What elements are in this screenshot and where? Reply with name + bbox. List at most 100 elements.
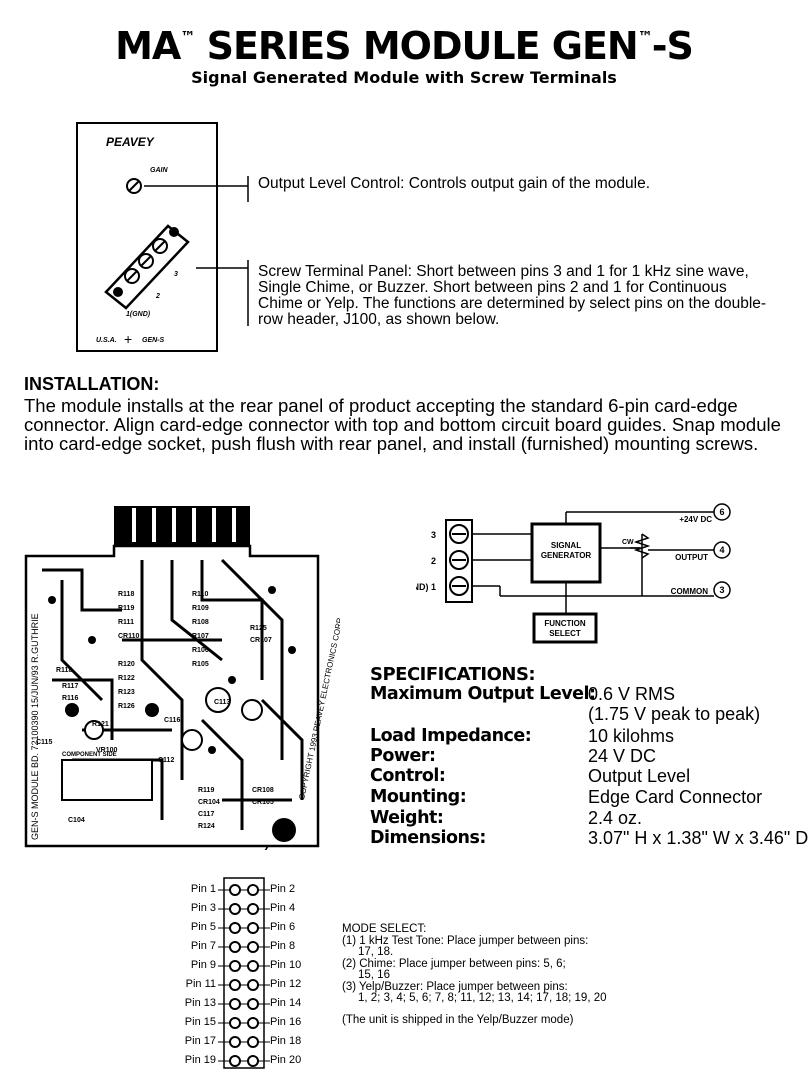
peavey-logo: PEAVEY (106, 135, 155, 149)
spec-value: 2.4 oz. (588, 808, 643, 828)
installation-text: The module installs at the rear panel of… (24, 395, 781, 454)
pin-label: Pin 4 (270, 902, 296, 914)
spec-label: Weight: (370, 808, 444, 828)
svg-text:OUTPUT: OUTPUT (675, 553, 708, 562)
pin-icon (229, 1017, 241, 1029)
pin-label: Pin 8 (270, 940, 296, 952)
svg-text:GENERATOR: GENERATOR (541, 551, 592, 560)
front-panel (76, 122, 218, 352)
svg-text:R124: R124 (198, 823, 215, 830)
svg-text:1(GND): 1(GND) (126, 311, 151, 318)
pin-icon (229, 903, 241, 915)
svg-text:2: 2 (155, 293, 160, 300)
svg-text:R106: R106 (192, 647, 209, 654)
pin-icon (247, 884, 259, 896)
installation-heading: INSTALLATION: (24, 374, 160, 394)
spec-label: Mounting: (370, 787, 467, 807)
page-title: MA™ SERIES MODULE GEN™-S (115, 24, 694, 68)
svg-text:R110: R110 (192, 591, 208, 598)
pin-icon (247, 1017, 259, 1029)
svg-text:C104: C104 (68, 817, 85, 824)
mode-select: MODE SELECT: (1) 1 kHz Test Tone: Place … (342, 923, 672, 1026)
block-diagram: 3 2 (GND) 1 SIGNAL GENERATOR CW FUNCTION… (416, 503, 731, 644)
svg-text:R119: R119 (198, 787, 214, 794)
pin-icon (229, 1036, 241, 1048)
pin-label: Pin 18 (270, 1035, 302, 1047)
svg-text:C112: C112 (158, 757, 174, 764)
header-j100 (218, 877, 270, 1069)
pin-label: Pin 9 (190, 959, 216, 971)
svg-text:C116: C116 (164, 717, 180, 724)
svg-text:(GND) 1: (GND) 1 (416, 582, 436, 592)
spec-label: Power: (370, 746, 436, 766)
pin-icon (247, 941, 259, 953)
svg-text:CR105: CR105 (252, 799, 274, 806)
specs-heading: SPECIFICATIONS: (370, 664, 536, 685)
svg-text:C115: C115 (36, 739, 52, 746)
svg-text:3: 3 (431, 530, 436, 540)
page-subtitle: Signal Generated Module with Screw Termi… (191, 68, 617, 87)
svg-text:C113: C113 (214, 699, 230, 706)
pin-label: Pin 14 (270, 997, 302, 1009)
pin-icon (247, 922, 259, 934)
spec-label: Maximum Output Level: (370, 684, 596, 704)
svg-text:6: 6 (719, 507, 724, 517)
pin-label: Pin 10 (270, 959, 302, 971)
pin-icon (229, 960, 241, 972)
pin-label: Pin 11 (185, 978, 216, 990)
svg-text:SELECT: SELECT (549, 629, 581, 638)
svg-text:R119: R119 (118, 605, 134, 612)
svg-text:2: 2 (431, 556, 436, 566)
screw-terminal-callout: Screw Terminal Panel: Short between pins… (258, 263, 767, 328)
svg-text:3: 3 (719, 585, 724, 595)
pin-icon (229, 1055, 241, 1067)
svg-text:CW: CW (622, 539, 634, 546)
pin-label: Pin 16 (270, 1016, 302, 1028)
output-level-callout: Output Level Control: Controls output ga… (258, 175, 651, 192)
svg-text:R111: R111 (118, 619, 134, 626)
svg-text:GEN-S: GEN-S (142, 337, 165, 344)
spec-value: 10 kilohms (588, 726, 675, 746)
pin-label: Pin 13 (184, 997, 216, 1009)
pin-icon (247, 1036, 259, 1048)
pin-icon (247, 979, 259, 991)
pin-label: Pin 1 (190, 883, 216, 895)
svg-text:R120: R120 (118, 661, 135, 668)
pin-label: Pin 3 (190, 902, 216, 914)
svg-text:R116: R116 (62, 695, 78, 702)
svg-text:R117: R117 (62, 683, 78, 690)
pin-label: Pin 15 (184, 1016, 216, 1028)
svg-text:R121: R121 (92, 721, 109, 728)
pin-icon (247, 1055, 259, 1067)
svg-text:FUNCTION: FUNCTION (544, 619, 586, 628)
pin-label: Pin 6 (270, 921, 296, 933)
pin-icon (229, 884, 241, 896)
screw-terminal-icon (104, 224, 190, 310)
spec-value: 3.07" H x 1.38" W x 3.46" D (588, 828, 808, 848)
spec-label: Load Impedance: (370, 726, 532, 746)
pin-icon (229, 979, 241, 991)
front-panel-drawing: PEAVEY GAIN 3 2 1(GND) U.S.A. + GEN-S (96, 135, 248, 347)
svg-text:+: + (124, 331, 132, 347)
svg-text:VR100: VR100 (96, 747, 118, 754)
pin-label: Pin 5 (190, 921, 216, 933)
svg-text:R108: R108 (192, 619, 209, 626)
svg-text:U.S.A.: U.S.A. (96, 337, 117, 344)
svg-text:COMPONENT SIDE: COMPONENT SIDE (62, 752, 117, 758)
pin-label: Pin 20 (270, 1054, 302, 1066)
pin-label: Pin 12 (270, 978, 302, 990)
svg-text:CR108: CR108 (252, 787, 274, 794)
spec-value: 0.6 V RMS (588, 684, 676, 704)
svg-text:4: 4 (719, 545, 724, 555)
svg-text:R123: R123 (118, 689, 135, 696)
spec-value: 24 V DC (588, 746, 657, 766)
svg-text:COMMON: COMMON (671, 587, 709, 596)
gain-label: GAIN (150, 167, 168, 174)
svg-text:R125: R125 (250, 625, 267, 632)
pcb-side-text: GEN-S MODULE BD. 72100390 15/JUN/93 R.GU… (30, 613, 40, 840)
svg-text:R118: R118 (56, 667, 72, 674)
pin-icon (247, 960, 259, 972)
svg-text:CR107: CR107 (250, 637, 272, 644)
svg-text:CR110: CR110 (118, 633, 140, 640)
